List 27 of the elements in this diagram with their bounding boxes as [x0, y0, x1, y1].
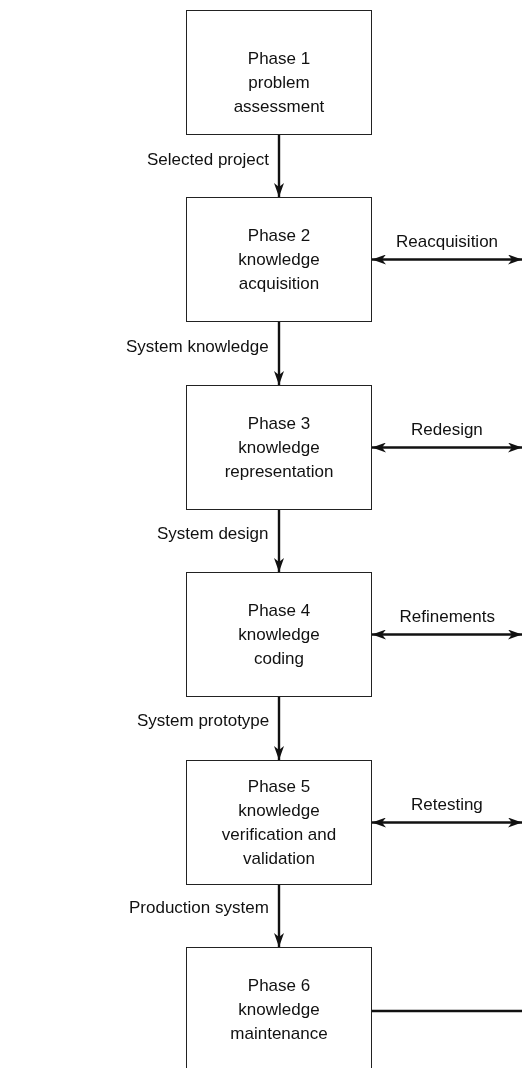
process-box [186, 572, 372, 697]
process-box [186, 10, 372, 135]
arrow [372, 442, 522, 453]
edge-label: System knowledge [126, 337, 269, 357]
phase-text: Phase 5 knowledge verification and validation [220, 776, 338, 870]
process-box [186, 385, 372, 510]
edge-label: System prototype [137, 711, 270, 731]
edge-label: Production system [129, 898, 269, 918]
arrow [372, 254, 522, 265]
process-box [186, 947, 372, 1068]
phase-text: Phase 3 knowledge representation [223, 413, 335, 483]
process-box [186, 197, 372, 322]
phase-text: Phase 1 problem assessment [232, 48, 326, 118]
phase-text: Phase 6 knowledge maintenance [229, 975, 329, 1045]
edge-label: Selected project [147, 150, 269, 170]
phase-text: Phase 4 knowledge coding [237, 600, 321, 670]
process-box [186, 760, 372, 885]
arrow [274, 322, 284, 385]
arrow [274, 885, 284, 947]
arrow [274, 135, 284, 197]
arrow [372, 629, 522, 640]
edge-label: System design [157, 524, 269, 544]
connector-line [372, 1009, 522, 1013]
arrow [274, 697, 284, 760]
arrow [372, 817, 522, 828]
arrow [274, 510, 284, 572]
phase-text: Phase 2 knowledge acquisition [237, 225, 321, 295]
